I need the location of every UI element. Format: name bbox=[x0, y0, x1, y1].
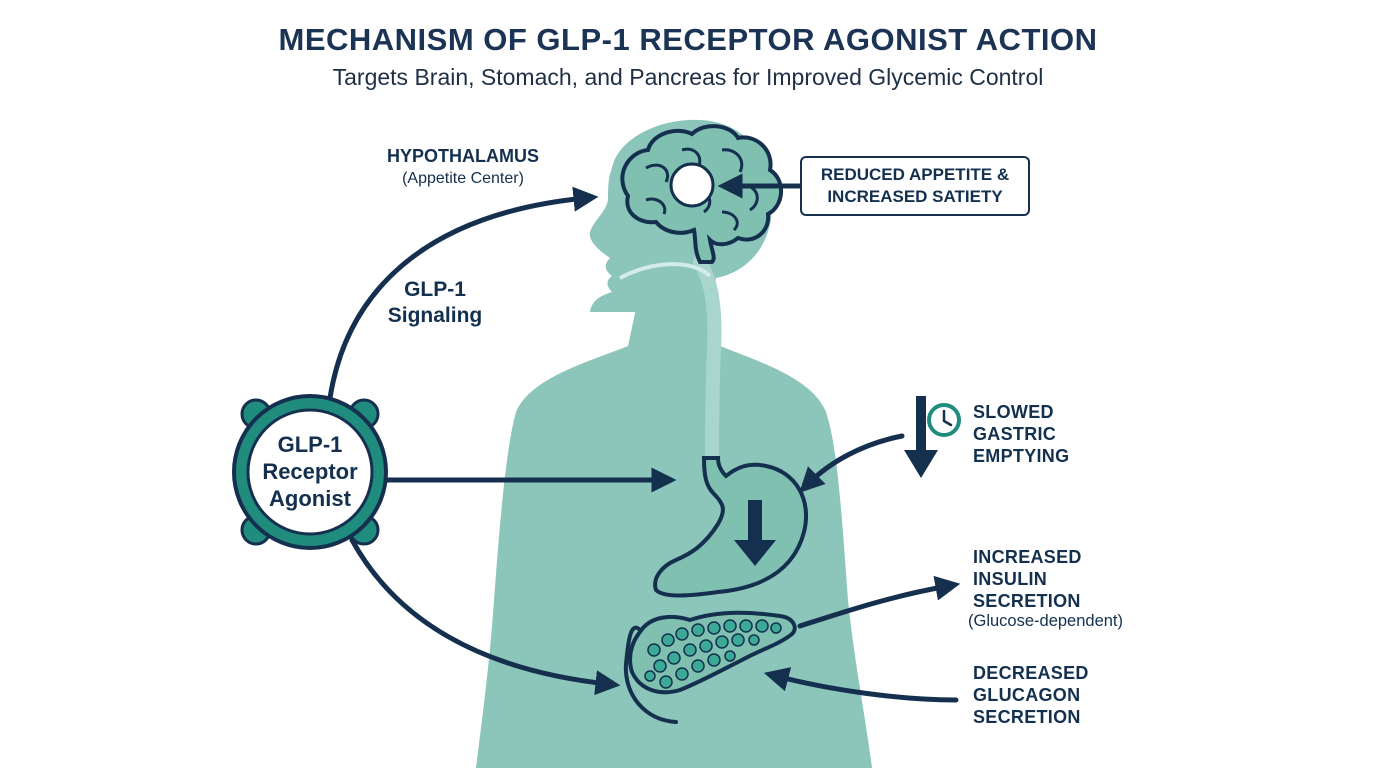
insulin-line-3: SECRETION bbox=[973, 591, 1081, 611]
glucagon-line-1: DECREASED bbox=[973, 663, 1089, 683]
esophagus bbox=[693, 255, 722, 473]
gastric-line-2: GASTRIC bbox=[973, 424, 1057, 444]
arrow-glucagon-to-pancreas bbox=[763, 667, 959, 703]
glucagon-effect-label: DECREASED GLUCAGON SECRETION bbox=[973, 662, 1113, 728]
gastric-down-arrow-icon bbox=[904, 450, 938, 478]
arrow-to-pancreas bbox=[349, 537, 621, 696]
gastric-indicator bbox=[904, 396, 961, 478]
arrow-to-hypothalamus bbox=[327, 186, 599, 401]
glucagon-line-2: GLUCAGON bbox=[973, 685, 1081, 705]
signaling-line-1: GLP-1 bbox=[404, 278, 466, 301]
gastric-effect-label: SLOWED GASTRIC EMPTYING bbox=[973, 401, 1113, 467]
pancreas-cells bbox=[644, 619, 782, 689]
insulin-sublabel: (Glucose-dependent) bbox=[968, 612, 1124, 630]
agonist-line-2: Receptor bbox=[262, 459, 358, 484]
signaling-line-2: Signaling bbox=[387, 304, 483, 327]
diagram-title: MECHANISM OF GLP-1 RECEPTOR AGONIST ACTI… bbox=[278, 22, 1098, 57]
pancreas-icon bbox=[623, 610, 797, 724]
hypothalamus-label: HYPOTHALAMUS bbox=[387, 146, 539, 166]
glp1-signaling-label: GLP-1 Signaling bbox=[380, 277, 490, 329]
stomach-icon bbox=[653, 456, 808, 598]
stomach-down-arrow-shaft bbox=[748, 500, 762, 542]
receptor-agonist-label: GLP-1 Receptor Agonist bbox=[246, 431, 374, 512]
agonist-line-3: Agonist bbox=[269, 486, 351, 511]
appetite-effect-box: REDUCED APPETITE & INCREASED SATIETY bbox=[800, 156, 1030, 216]
arrow-pancreas-to-insulin bbox=[797, 575, 961, 629]
insulin-line-2: INSULIN bbox=[973, 569, 1048, 589]
neck-torso-silhouette bbox=[476, 290, 872, 768]
clock-icon bbox=[927, 403, 961, 437]
brain-icon bbox=[620, 124, 783, 264]
insulin-effect-label: INCREASED INSULIN SECRETION bbox=[973, 546, 1113, 612]
appetite-line-1: REDUCED APPETITE & bbox=[820, 165, 1010, 184]
appetite-line-2: INCREASED SATIETY bbox=[827, 187, 1003, 206]
agonist-line-1: GLP-1 bbox=[277, 432, 343, 457]
gastric-line-1: SLOWED bbox=[973, 402, 1054, 422]
gastric-down-arrow-shaft bbox=[916, 396, 926, 452]
arrow-gastric-to-stomach bbox=[799, 433, 905, 493]
diagram-subtitle: Targets Brain, Stomach, and Pancreas for… bbox=[332, 64, 1044, 90]
hypothalamus-sublabel: (Appetite Center) bbox=[402, 170, 524, 187]
stomach-down-arrow-icon bbox=[734, 540, 776, 566]
receptor-ring-icon bbox=[232, 394, 388, 550]
gastric-line-3: EMPTYING bbox=[973, 446, 1070, 466]
esophagus-line bbox=[619, 262, 712, 280]
hypothalamus-marker bbox=[669, 162, 715, 208]
glucagon-line-3: SECRETION bbox=[973, 707, 1081, 727]
insulin-line-1: INCREASED bbox=[973, 547, 1082, 567]
pathway-arrows bbox=[327, 173, 961, 703]
